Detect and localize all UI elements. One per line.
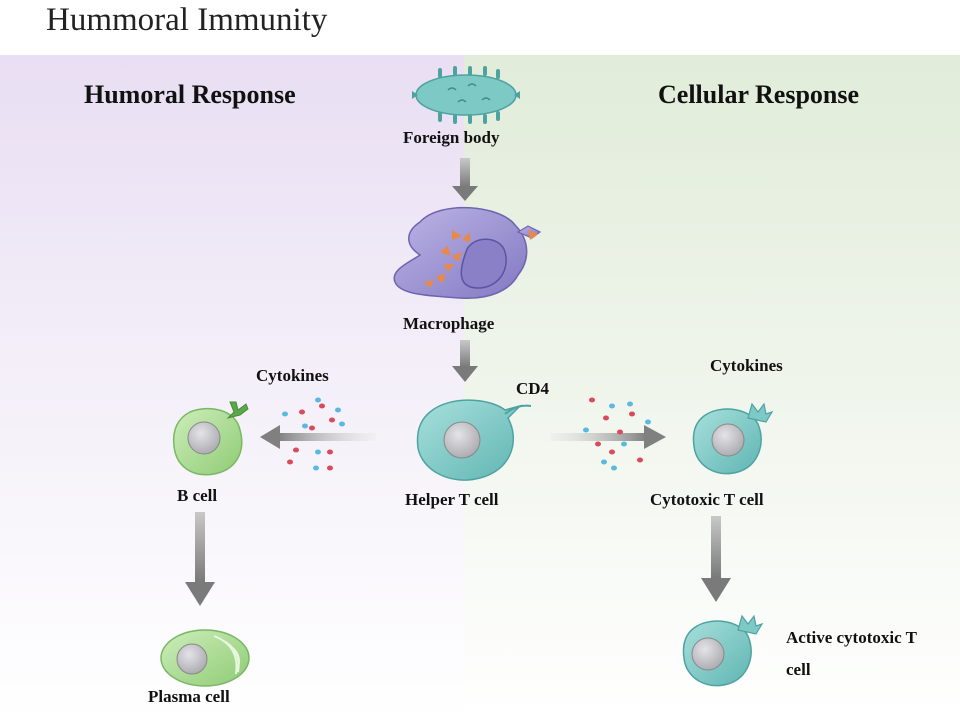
cellular-panel	[464, 55, 960, 720]
cytokine-dots-right	[583, 397, 651, 471]
b-cell-label: B cell	[177, 486, 218, 505]
foreign-body-label: Foreign body	[403, 128, 500, 147]
helper-t-cell-icon	[416, 399, 532, 481]
b-cell-icon	[172, 401, 249, 476]
arrow-helper-to-cytotoxic	[550, 425, 666, 449]
cytokines-left-label: Cytokines	[256, 366, 329, 385]
helper-t-cell-label: Helper T cell	[405, 490, 499, 509]
plasma-cell-icon	[160, 629, 250, 687]
arrow-helper-to-bcell	[260, 425, 376, 449]
cytotoxic-t-cell-label: Cytotoxic T cell	[650, 490, 764, 509]
active-cytotoxic-label-line2: cell	[786, 660, 811, 679]
arrow-foreign-to-macrophage	[452, 158, 478, 201]
humoral-panel	[0, 55, 464, 720]
arrow-macrophage-to-helper	[452, 340, 478, 382]
cytokine-dots-left	[282, 397, 345, 471]
cytotoxic-t-cell-icon	[692, 402, 774, 475]
active-cytotoxic-t-cell-icon	[682, 614, 764, 687]
cytokines-right-label: Cytokines	[710, 356, 783, 375]
plasma-cell-label: Plasma cell	[148, 687, 230, 706]
page-title: Hummoral Immunity	[46, 2, 328, 38]
foreign-body-icon	[412, 66, 520, 124]
cellular-response-header: Cellular Response	[658, 80, 860, 109]
arrow-cytotoxic-to-active	[701, 516, 731, 602]
cd4-label: CD4	[516, 379, 550, 398]
macrophage-label: Macrophage	[403, 314, 495, 333]
active-cytotoxic-label-line1: Active cytotoxic T	[786, 628, 917, 647]
arrow-bcell-to-plasma	[185, 512, 215, 606]
humoral-response-header: Humoral Response	[84, 80, 296, 109]
macrophage-icon	[393, 206, 542, 299]
